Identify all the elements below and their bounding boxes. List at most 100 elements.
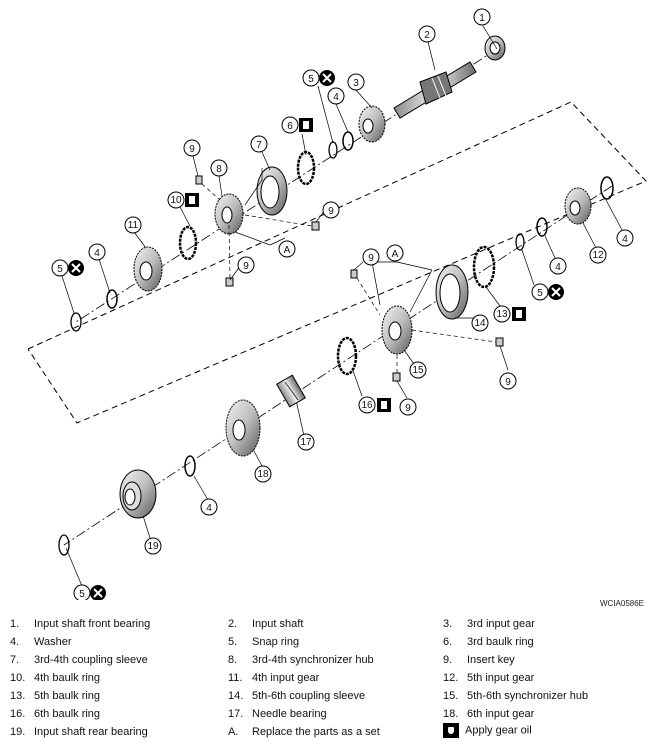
gear-oil-icon [299,118,313,132]
gear-oil-icon [185,193,199,207]
legend-item: 14.5th-6th coupling sleeve [228,690,366,702]
legend-item: 2.Input shaft [228,618,304,630]
callout-19: 19 [144,537,162,555]
part-7-3rd-4th-coupling-sleeve [256,166,288,216]
leader-lines-lower [65,197,623,587]
legend-item: A.Replace the parts as a set [228,726,380,738]
gear-oil-icon [512,307,526,321]
legend-item: 9.Insert key [443,654,515,666]
svg-text:16: 16 [361,400,373,411]
part-1-input-shaft-front-bearing [484,35,506,61]
legend-item: 6.3rd baulk ring [443,636,534,648]
callout-5: 5 [302,69,320,87]
svg-text:9: 9 [405,403,411,414]
part-5-snap-ring-upper [328,141,338,159]
legend-item: 4.Washer [10,636,72,648]
exploded-view-diagram: 1 2 3 4 5 6 7 8 9 9 9 10 11 4 5 A 4 12 4… [27,8,647,600]
part-16-6th-baulk-ring [336,336,358,376]
part-4-washer-right [600,176,614,200]
callout-4-d: 4 [549,257,567,275]
legend-item: 17.Needle bearing [228,708,327,720]
part-5-snap-ring-right [515,233,525,251]
svg-text:9: 9 [189,144,195,155]
part-3-3rd-input-gear [358,105,386,143]
svg-text:19: 19 [147,541,159,552]
legend-item: 8.3rd-4th synchronizer hub [228,654,374,666]
callout-A-lower: A [386,244,404,262]
svg-text:A: A [284,245,291,256]
parts-legend: 1.Input shaft front bearing 4.Washer 7.3… [0,613,654,753]
svg-text:14: 14 [474,318,486,329]
svg-text:17: 17 [300,437,312,448]
callout-9-a: 9 [183,139,201,157]
replace-x-icon [68,260,84,276]
part-4-washer-lower [184,455,196,477]
svg-text:10: 10 [170,195,182,206]
gear-oil-icons [185,118,526,412]
svg-text:5: 5 [537,288,543,299]
part-19-input-shaft-rear-bearing [119,469,157,519]
part-9-insert-keys-upper [195,175,320,287]
replace-x-icon [90,585,106,600]
legend-item: 15.5th-6th synchronizer hub [443,690,589,702]
svg-text:9: 9 [505,377,511,388]
gear-oil-icon [443,723,459,738]
svg-text:8: 8 [216,164,222,175]
callout-14: 14 [471,314,489,332]
replace-x-icon [319,70,335,86]
svg-text:6: 6 [287,121,293,132]
callout-18: 18 [254,465,272,483]
part-10-4th-baulk-ring [178,225,198,261]
legend-item: 10.4th baulk ring [10,672,101,684]
part-14-5th-6th-coupling-sleeve [435,264,469,320]
legend-item: 12.5th input gear [443,672,535,684]
svg-text:7: 7 [256,140,262,151]
callout-8: 8 [210,159,228,177]
svg-text:4: 4 [206,503,212,514]
svg-text:5: 5 [308,74,314,85]
part-2-input-shaft [393,61,477,119]
part-17-needle-bearing [276,374,306,408]
callout-12: 12 [589,246,607,264]
part-5-snap-ring-left [70,312,82,332]
callout-13: 13 [493,305,511,323]
svg-text:5: 5 [79,589,85,600]
callout-15: 15 [409,361,427,379]
legend-item: 5.Snap ring [228,636,300,648]
callout-10: 10 [167,191,185,209]
callout-A-upper: A [278,240,296,258]
legend-item: Apply gear oil [443,723,532,738]
axis-lines [63,48,613,546]
svg-text:1: 1 [479,13,485,24]
legend-item: 11.4th input gear [228,672,320,684]
callout-4-c: 4 [616,229,634,247]
callout-9-b: 9 [322,201,340,219]
svg-text:9: 9 [328,206,334,217]
part-4-washer-mid [106,289,118,309]
callout-9-c: 9 [237,256,255,274]
svg-text:18: 18 [257,469,269,480]
callout-6: 6 [281,116,299,134]
gear-oil-icon [377,398,391,412]
legend-item: 3.3rd input gear [443,618,535,630]
replace-part-icons [68,70,564,600]
set-boundary-lines [27,101,647,424]
svg-text:4: 4 [94,248,100,259]
legend-item: 13.5th baulk ring [10,690,101,702]
callout-5-c: 5 [531,283,549,301]
part-15-5th-6th-synchronizer-hub [381,305,413,355]
svg-text:4: 4 [622,234,628,245]
part-18-6th-input-gear [225,399,261,457]
legend-item: 16.6th baulk ring [10,708,101,720]
callout-1: 1 [473,8,491,26]
legend-item: 7.3rd-4th coupling sleeve [10,654,148,666]
replace-x-icon [548,284,564,300]
svg-text:11: 11 [128,220,139,231]
part-11-4th-input-gear [133,246,163,292]
legend-item: 19.Input shaft rear bearing [10,726,148,738]
svg-text:4: 4 [555,262,561,273]
legend-item: 18.6th input gear [443,708,535,720]
part-12-5th-input-gear [564,187,592,225]
figure-code: WCIA0586E [600,599,645,608]
part-8-3rd-4th-synchronizer-hub [214,193,244,235]
